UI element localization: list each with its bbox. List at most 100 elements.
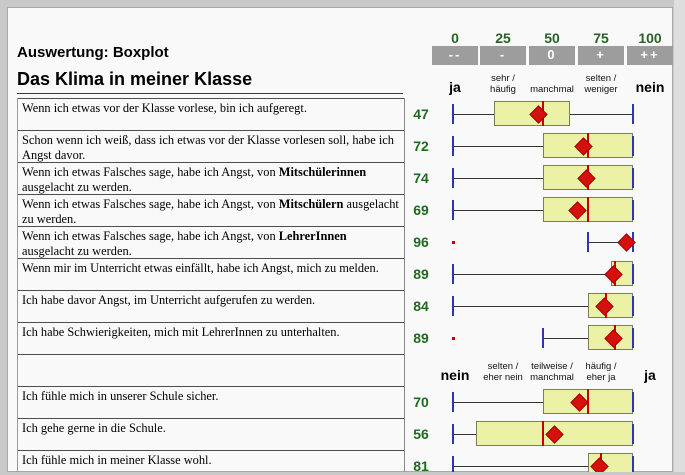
scale-label-3: selten / weniger <box>584 73 618 95</box>
whisker-cap-max <box>632 200 634 220</box>
row-mean-value: 70 <box>413 394 429 410</box>
whisker-cap-min <box>452 392 454 412</box>
scale-label-4: nein <box>635 79 665 95</box>
median-line <box>587 197 589 222</box>
report-type-title: Auswertung: Boxplot <box>17 44 169 61</box>
whisker-cap-min <box>452 200 454 220</box>
rating-button-plus-plus[interactable]: ++ <box>627 46 673 65</box>
question-text-bold: LehrerInnen <box>278 229 347 243</box>
scale-tick: 50 <box>544 30 560 46</box>
question-row: Wenn ich etwas Falsches sage, habe ich A… <box>18 194 404 226</box>
boxplot-row <box>0 130 685 162</box>
outlier-dot <box>452 337 455 340</box>
question-text: Schon wenn ich weiß, dass ich etwas vor … <box>22 133 394 162</box>
whisker-cap-max <box>632 296 634 316</box>
whisker-cap-min <box>452 456 454 475</box>
questions-table: Wenn ich etwas vor der Klasse vorlese, b… <box>17 98 405 475</box>
row-mean-value: 84 <box>413 298 429 314</box>
question-text: Wenn ich etwas Falsches sage, habe ich A… <box>22 229 279 243</box>
scale-tick: 0 <box>451 30 459 46</box>
question-text: Wenn ich etwas vor der Klasse vorlese, b… <box>22 101 307 115</box>
question-text: ausgelacht zu werden. <box>22 197 399 226</box>
question-text: Ich habe davor Angst, im Unterricht aufg… <box>22 293 316 307</box>
whisker-cap-max <box>632 328 634 348</box>
question-row: Wenn ich etwas vor der Klasse vorlese, b… <box>18 98 404 130</box>
window-right-edge <box>674 0 685 475</box>
question-row: Ich habe Schwierigkeiten, mich mit Lehre… <box>18 322 404 354</box>
question-text: Wenn mir im Unterricht etwas einfällt, h… <box>22 261 379 275</box>
question-row: Wenn ich etwas Falsches sage, habe ich A… <box>18 226 404 258</box>
whisker-line <box>453 306 633 307</box>
question-text-bold: Mitschülerinnen <box>278 165 367 179</box>
question-row: Schon wenn ich weiß, dass ich etwas vor … <box>18 130 404 162</box>
question-row: Wenn ich etwas Falsches sage, habe ich A… <box>18 162 404 194</box>
whisker-cap-min <box>587 232 589 252</box>
whisker-cap-max <box>632 104 634 124</box>
scale-buttons-row: ---0+++ <box>0 46 685 65</box>
row-mean-value: 81 <box>413 458 429 474</box>
page-title: Das Klima in meiner Klasse <box>17 69 403 94</box>
boxplot-row <box>0 226 685 258</box>
question-row: Ich fühle mich in meiner Klasse wohl. <box>18 450 404 475</box>
row-mean-value: 69 <box>413 202 429 218</box>
rating-button-plus[interactable]: + <box>578 46 624 65</box>
rating-button-zero[interactable]: 0 <box>529 46 575 65</box>
rating-button-minus-minus[interactable]: -- <box>432 46 478 65</box>
scale-label-1: sehr / häufig <box>490 73 516 95</box>
question-text: Ich habe Schwierigkeiten, mich mit Lehre… <box>22 325 340 339</box>
row-mean-value: 89 <box>413 330 429 346</box>
median-line <box>542 421 544 446</box>
question-row: Wenn mir im Unterricht etwas einfällt, h… <box>18 258 404 290</box>
whisker-cap-min <box>542 328 544 348</box>
question-text: Ich fühle mich in meiner Klasse wohl. <box>22 453 212 467</box>
boxplot-row <box>0 258 685 290</box>
window-bottom-edge <box>0 472 685 475</box>
whisker-cap-min <box>452 168 454 188</box>
whisker-cap-max <box>632 264 634 284</box>
question-text: Wenn ich etwas Falsches sage, habe ich A… <box>22 165 279 179</box>
whisker-cap-min <box>452 264 454 284</box>
whisker-line <box>453 274 633 275</box>
scale-label-1: selten / eher nein <box>483 361 523 383</box>
scale-label-2: manchmal <box>530 84 574 95</box>
question-row-empty <box>18 354 404 386</box>
whisker-cap-max <box>632 456 634 475</box>
scale-tick: 75 <box>593 30 609 46</box>
boxplot-row <box>0 418 685 450</box>
boxplot-row <box>0 386 685 418</box>
whisker-cap-min <box>452 424 454 444</box>
boxplot-row <box>0 290 685 322</box>
question-row: Ich gehe gerne in die Schule. <box>18 418 404 450</box>
boxplot-row <box>0 322 685 354</box>
row-mean-value: 96 <box>413 234 429 250</box>
row-mean-value: 47 <box>413 106 429 122</box>
row-mean-value: 89 <box>413 266 429 282</box>
row-mean-value: 74 <box>413 170 429 186</box>
question-row: Ich habe davor Angst, im Unterricht aufg… <box>18 290 404 322</box>
scale-label-2: teilweise / manchmal <box>530 361 574 383</box>
whisker-line <box>588 242 633 243</box>
whisker-cap-min <box>452 136 454 156</box>
boxplot-row <box>0 194 685 226</box>
rating-button-minus[interactable]: - <box>480 46 526 65</box>
row-mean-value: 72 <box>413 138 429 154</box>
whisker-cap-min <box>452 104 454 124</box>
whisker-cap-min <box>452 296 454 316</box>
question-text: Ich gehe gerne in die Schule. <box>22 421 166 435</box>
question-text-bold: Mitschülern <box>278 197 344 211</box>
boxplot-row <box>0 98 685 130</box>
question-text: ausgelacht zu werden. <box>22 180 132 194</box>
scale-label-3: häufig / eher ja <box>585 361 617 383</box>
question-row: Ich fühle mich in unserer Schule sicher. <box>18 386 404 418</box>
scale-label-4: ja <box>644 367 656 383</box>
row-mean-value: 56 <box>413 426 429 442</box>
whisker-cap-max <box>632 168 634 188</box>
whisker-cap-max <box>632 392 634 412</box>
question-text: Wenn ich etwas Falsches sage, habe ich A… <box>22 197 279 211</box>
report-header: Auswertung: Boxplot Das Klima in meiner … <box>17 44 403 94</box>
